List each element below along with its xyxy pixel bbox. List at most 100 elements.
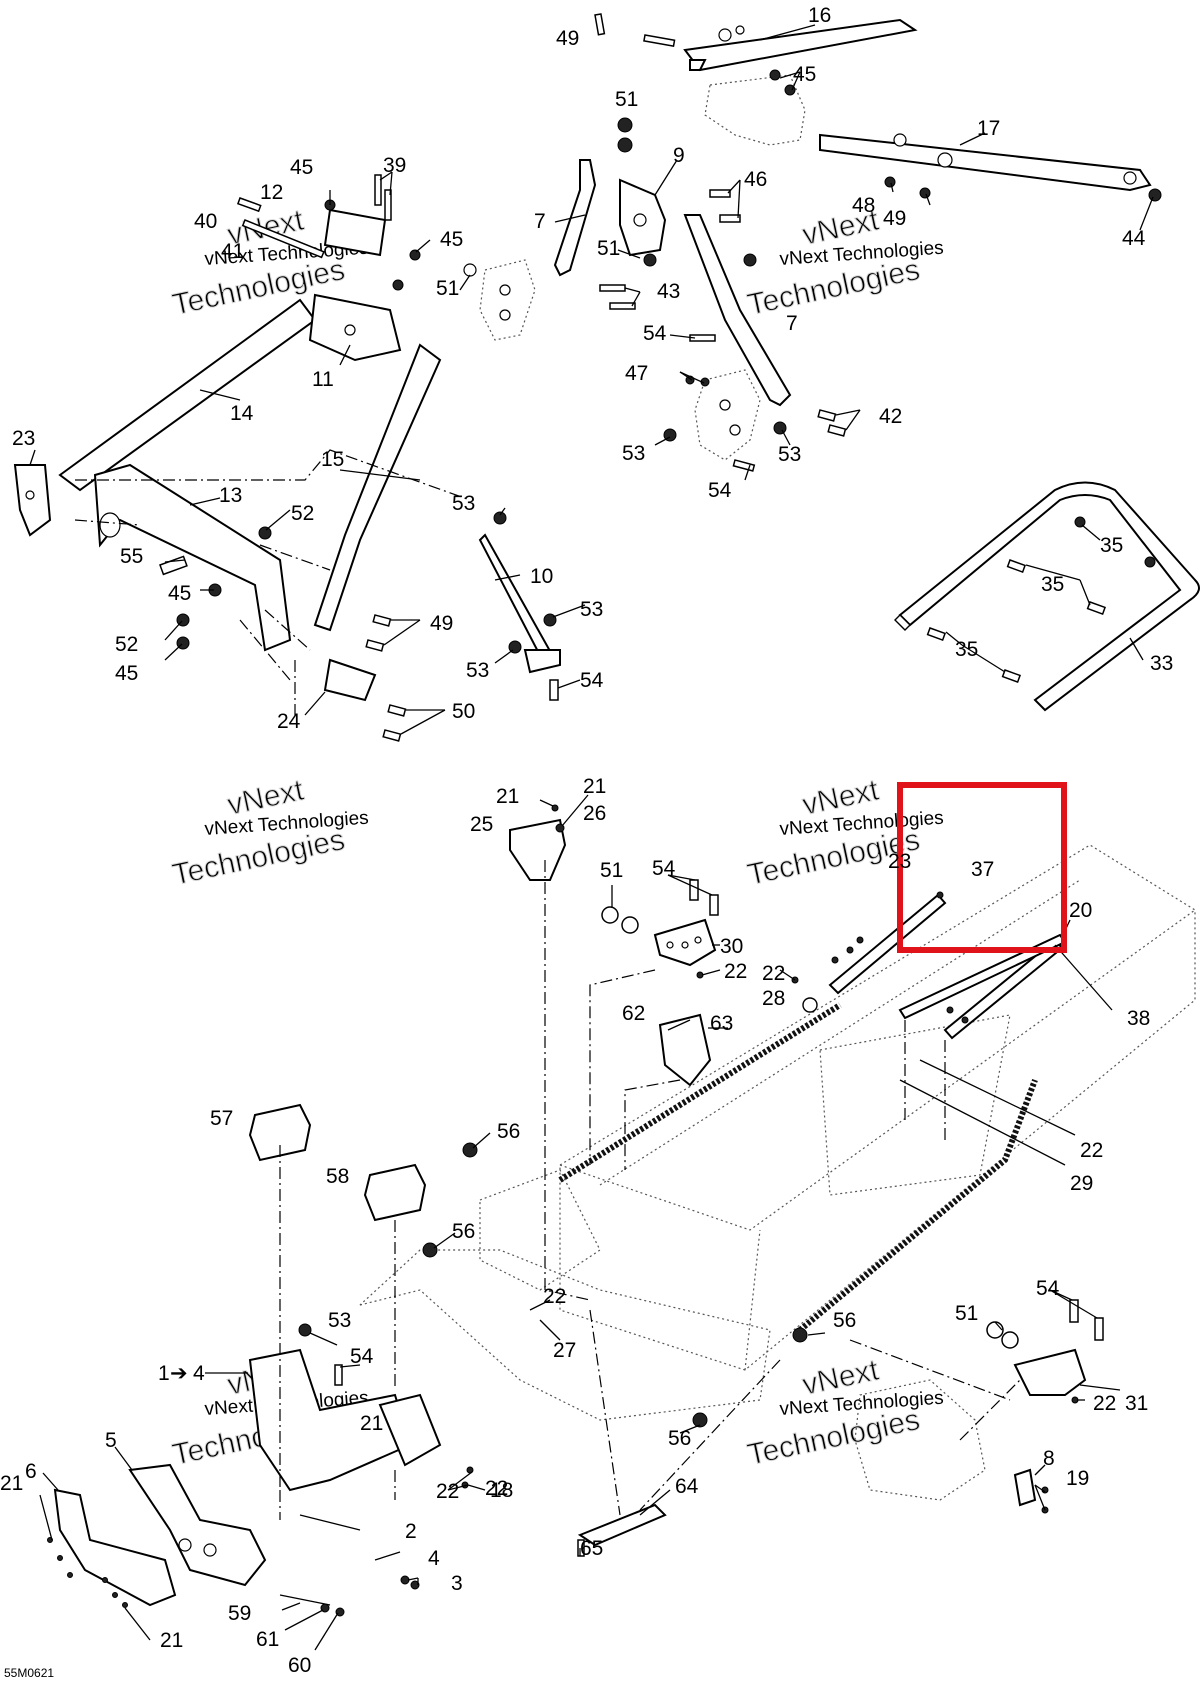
part-23-bracket — [13, 464, 52, 537]
callout-4: 4 — [193, 1362, 205, 1385]
callout-12: 12 — [260, 181, 283, 204]
part-24-bracket — [323, 658, 377, 702]
watermark-mid-left: vNext vNext Technologies Technologies — [169, 773, 369, 892]
callout-55: 55 — [120, 545, 143, 568]
callout-40: 40 — [194, 210, 217, 233]
arrow-glyph: ➔ — [170, 1362, 188, 1385]
callout-22: 22 — [762, 962, 785, 985]
steering-column-bracket-dotted — [704, 74, 806, 146]
callout-54: 54 — [580, 669, 604, 692]
callout-41: 41 — [221, 240, 244, 263]
callout-22: 22 — [543, 1285, 566, 1308]
callout-51: 51 — [600, 859, 623, 882]
part-31-footrest-bracket — [1013, 1348, 1087, 1396]
rail-fasteners — [831, 891, 969, 1024]
callout-51: 51 — [597, 237, 620, 260]
callout-53: 53 — [328, 1309, 351, 1332]
part-6-runner — [53, 1488, 177, 1607]
callout-21: 21 — [0, 1472, 23, 1495]
callout-21: 21 — [160, 1629, 183, 1652]
callout-53: 53 — [778, 443, 801, 466]
callout-17: 17 — [977, 117, 1000, 140]
callout-51: 51 — [955, 1302, 978, 1325]
callout-33: 33 — [1150, 652, 1173, 675]
part-37-rail — [828, 893, 947, 995]
callout-56: 56 — [668, 1427, 691, 1450]
callout-9: 9 — [673, 144, 685, 167]
callout-54: 54 — [652, 857, 676, 880]
callout-7: 7 — [786, 312, 798, 335]
callout-22: 22 — [1080, 1139, 1103, 1162]
part-33-bumper — [894, 481, 1200, 712]
callout-10: 10 — [530, 565, 553, 588]
callout-29: 29 — [1070, 1172, 1093, 1195]
callout-23: 23 — [888, 850, 911, 873]
part-62-bracket — [658, 1013, 712, 1087]
callout-6: 6 — [25, 1460, 37, 1483]
callout-28: 28 — [762, 987, 785, 1010]
callout-26: 26 — [583, 802, 606, 825]
part-15-right-tube — [313, 343, 442, 632]
callout-50: 50 — [452, 700, 475, 723]
callout-18: 18 — [490, 1479, 513, 1502]
callout-48: 48 — [852, 194, 875, 217]
part-58-pad — [363, 1163, 427, 1222]
callout-35: 35 — [1100, 534, 1123, 557]
fasteners-bottom — [47, 804, 1104, 1617]
part-10-rod — [478, 533, 561, 674]
callout-16: 16 — [808, 4, 831, 27]
callout-53: 53 — [622, 442, 645, 465]
explosion-lines — [74, 449, 1021, 1520]
callout-21: 21 — [583, 775, 606, 798]
part-30-footrest-bracket — [653, 918, 717, 967]
callout-39: 39 — [383, 154, 406, 177]
callout-54: 54 — [643, 322, 667, 345]
diagram-code: 55M0621 — [4, 1666, 54, 1680]
callout-22: 22 — [724, 960, 747, 983]
part-64-bracket — [577, 1503, 667, 1547]
watermark-bottom-right: vNext vNext Technologies Technologies — [744, 1353, 944, 1472]
part-4-front-suspension-mount — [248, 1348, 442, 1492]
watermark-mid-right: vNext vNext Technologies Technologies — [744, 773, 944, 892]
callout-14: 14 — [230, 402, 254, 425]
callout-56: 56 — [833, 1309, 856, 1332]
part-5-plate — [128, 1463, 267, 1587]
callout-58: 58 — [326, 1165, 349, 1188]
callout-22: 22 — [436, 1480, 459, 1503]
mount-plate-left — [479, 259, 536, 341]
watermark-top-right: vNext vNext Technologies Technologies — [744, 203, 944, 322]
part-57-pad — [248, 1103, 312, 1162]
callout-35: 35 — [1041, 573, 1064, 596]
callout-45: 45 — [290, 156, 313, 179]
callout-38: 38 — [1127, 1007, 1150, 1030]
callout-21: 21 — [496, 785, 519, 808]
callout-11: 11 — [312, 368, 334, 391]
callout-49: 49 — [883, 207, 906, 230]
callouts: 49 16 45 51 17 9 45 39 46 12 48 49 40 7 … — [0, 4, 1173, 1677]
callout-46: 46 — [744, 168, 767, 191]
callout-25: 25 — [470, 813, 493, 836]
callout-15: 15 — [321, 448, 344, 471]
part-9-bracket — [619, 178, 667, 257]
callout-3: 3 — [451, 1572, 463, 1595]
callout-65: 65 — [580, 1537, 603, 1560]
callout-42: 42 — [879, 405, 902, 428]
callout-31: 31 — [1125, 1392, 1148, 1415]
callout-53: 53 — [466, 659, 489, 682]
callout-2: 2 — [405, 1520, 417, 1543]
part-17-lower-support-arm — [819, 133, 1152, 192]
part-12-plate — [323, 208, 387, 257]
callout-51: 51 — [615, 88, 638, 111]
callout-53: 53 — [452, 492, 475, 515]
callout-45: 45 — [168, 582, 191, 605]
callout-22: 22 — [485, 1477, 508, 1500]
callout-64: 64 — [675, 1475, 699, 1498]
callout-47: 47 — [625, 362, 648, 385]
callout-44: 44 — [1122, 227, 1146, 250]
callout-7: 7 — [534, 210, 546, 233]
callout-56: 56 — [497, 1120, 520, 1143]
part-16-upper-support-arm — [683, 18, 918, 72]
tunnel-chassis — [359, 844, 1196, 1501]
callout-54: 54 — [1036, 1277, 1060, 1300]
callout-54: 54 — [350, 1345, 374, 1368]
